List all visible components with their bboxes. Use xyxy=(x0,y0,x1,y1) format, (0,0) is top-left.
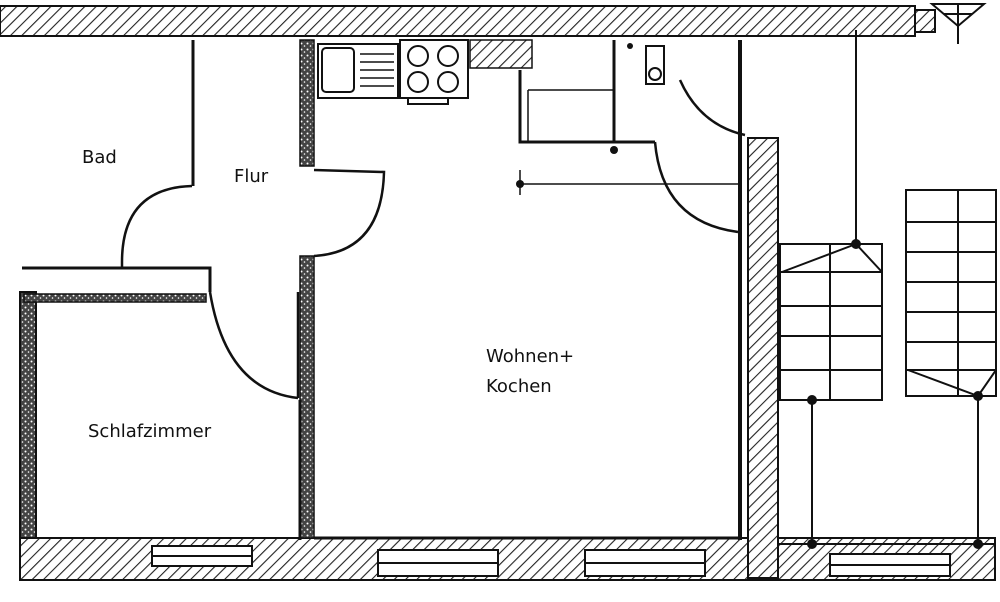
door-entrance xyxy=(653,141,739,234)
north-arrow-icon xyxy=(929,3,987,44)
left-wall-bottom xyxy=(19,291,37,539)
door-bad xyxy=(120,184,193,268)
room-labels: Bad Flur Wohnen+ Kochen Schlafzimmer xyxy=(82,147,574,442)
sink-icon xyxy=(317,43,399,99)
label-bad: Bad xyxy=(82,147,117,168)
exterior-walls xyxy=(0,5,996,581)
interior-walls xyxy=(22,39,742,540)
doors xyxy=(120,79,746,400)
kitchen-counter-wall xyxy=(469,39,533,69)
label-schlafzimmer: Schlafzimmer xyxy=(88,421,212,442)
top-wall-right-strip xyxy=(914,9,936,33)
label-flur: Flur xyxy=(234,166,269,187)
stove-icon xyxy=(399,39,469,105)
door-flur-wohnen xyxy=(313,168,386,258)
label-wohnen-line1: Wohnen+ xyxy=(486,346,574,367)
label-wohnen-line2: Kochen xyxy=(486,376,552,397)
water-heater-icon xyxy=(645,45,665,85)
windows xyxy=(151,545,951,577)
door-entrance-top xyxy=(678,79,746,137)
staircase-icon xyxy=(778,30,997,549)
top-wall xyxy=(0,5,916,37)
door-schlafzimmer xyxy=(208,291,299,400)
stair-wall xyxy=(747,137,779,579)
